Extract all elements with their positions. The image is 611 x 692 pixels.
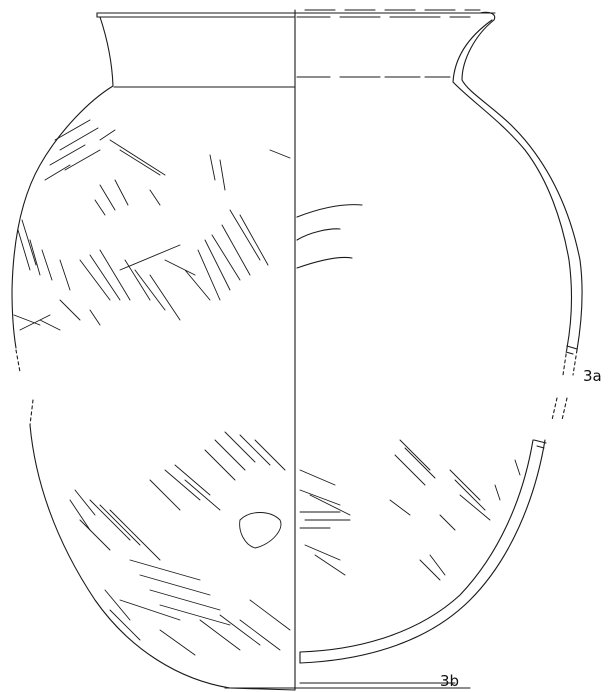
interior-marks [296, 204, 363, 269]
vessel-section-right [299, 11, 583, 664]
vessel-base [224, 682, 471, 689]
fragment-label-3b: 3b [440, 672, 460, 690]
surface-hatching-upper [13, 119, 291, 331]
neck-line [113, 76, 451, 88]
surface-hatching-lower [69, 431, 521, 656]
vessel-outline-left [11, 16, 296, 691]
vessel-rim [96, 9, 496, 18]
fragment-label-3a: 3a [583, 367, 602, 385]
